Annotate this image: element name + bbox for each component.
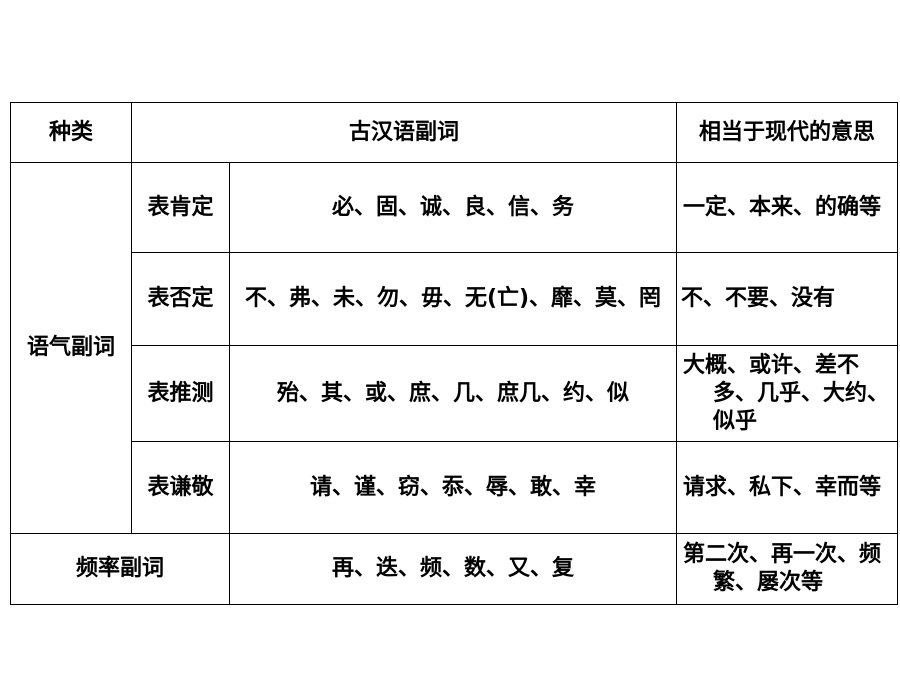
subtype-cell: 表否定 [131,252,230,346]
table-row: 表推测 殆、其、或、庶、几、庶几、约、似 大概、或许、差不多、几乎、大约、似乎 [11,345,899,442]
subtype-cell: 表肯定 [131,162,230,253]
frequency-row: 频率副词 再、迭、频、数、又、复 第二次、再一次、频繁、屡次等 [10,533,899,605]
meaning-cell: 不、不要、没有 [676,252,899,346]
table-row: 表谦敬 请、谨、窃、忝、辱、敢、幸 请求、私下、幸而等 [11,441,899,534]
table-row: 表否定 不、弗、未、勿、毋、无(亡)、靡、莫、罔 不、不要、没有 [11,252,899,346]
adverb-table: 种类 古汉语副词 相当于现代的意思 语气副词 表肯定 必、固、诚、良、信、务 一… [10,102,899,605]
subtype-cell: 表推测 [131,345,230,442]
group-modal-adverbs: 语气副词 [10,162,132,534]
header-modern-meaning: 相当于现代的意思 [676,102,899,163]
frequency-type: 频率副词 [10,533,230,605]
header-row: 种类 古汉语副词 相当于现代的意思 [10,102,899,163]
words-cell: 必、固、诚、良、信、务 [228,162,678,253]
meaning-cell: 请求、私下、幸而等 [676,441,899,534]
header-adverbs: 古汉语副词 [130,102,678,163]
meaning-cell: 大概、或许、差不多、几乎、大约、似乎 [676,345,899,442]
frequency-words: 再、迭、频、数、又、复 [228,533,678,605]
frequency-meaning: 第二次、再一次、频繁、屡次等 [676,533,899,605]
words-cell: 殆、其、或、庶、几、庶几、约、似 [228,345,678,442]
words-cell: 请、谨、窃、忝、辱、敢、幸 [228,441,678,534]
subtype-cell: 表谦敬 [131,441,230,534]
table-row: 语气副词 表肯定 必、固、诚、良、信、务 一定、本来、的确等 [10,162,899,534]
meaning-cell: 一定、本来、的确等 [676,162,899,253]
header-category: 种类 [10,102,132,163]
words-cell: 不、弗、未、勿、毋、无(亡)、靡、莫、罔 [228,252,678,346]
